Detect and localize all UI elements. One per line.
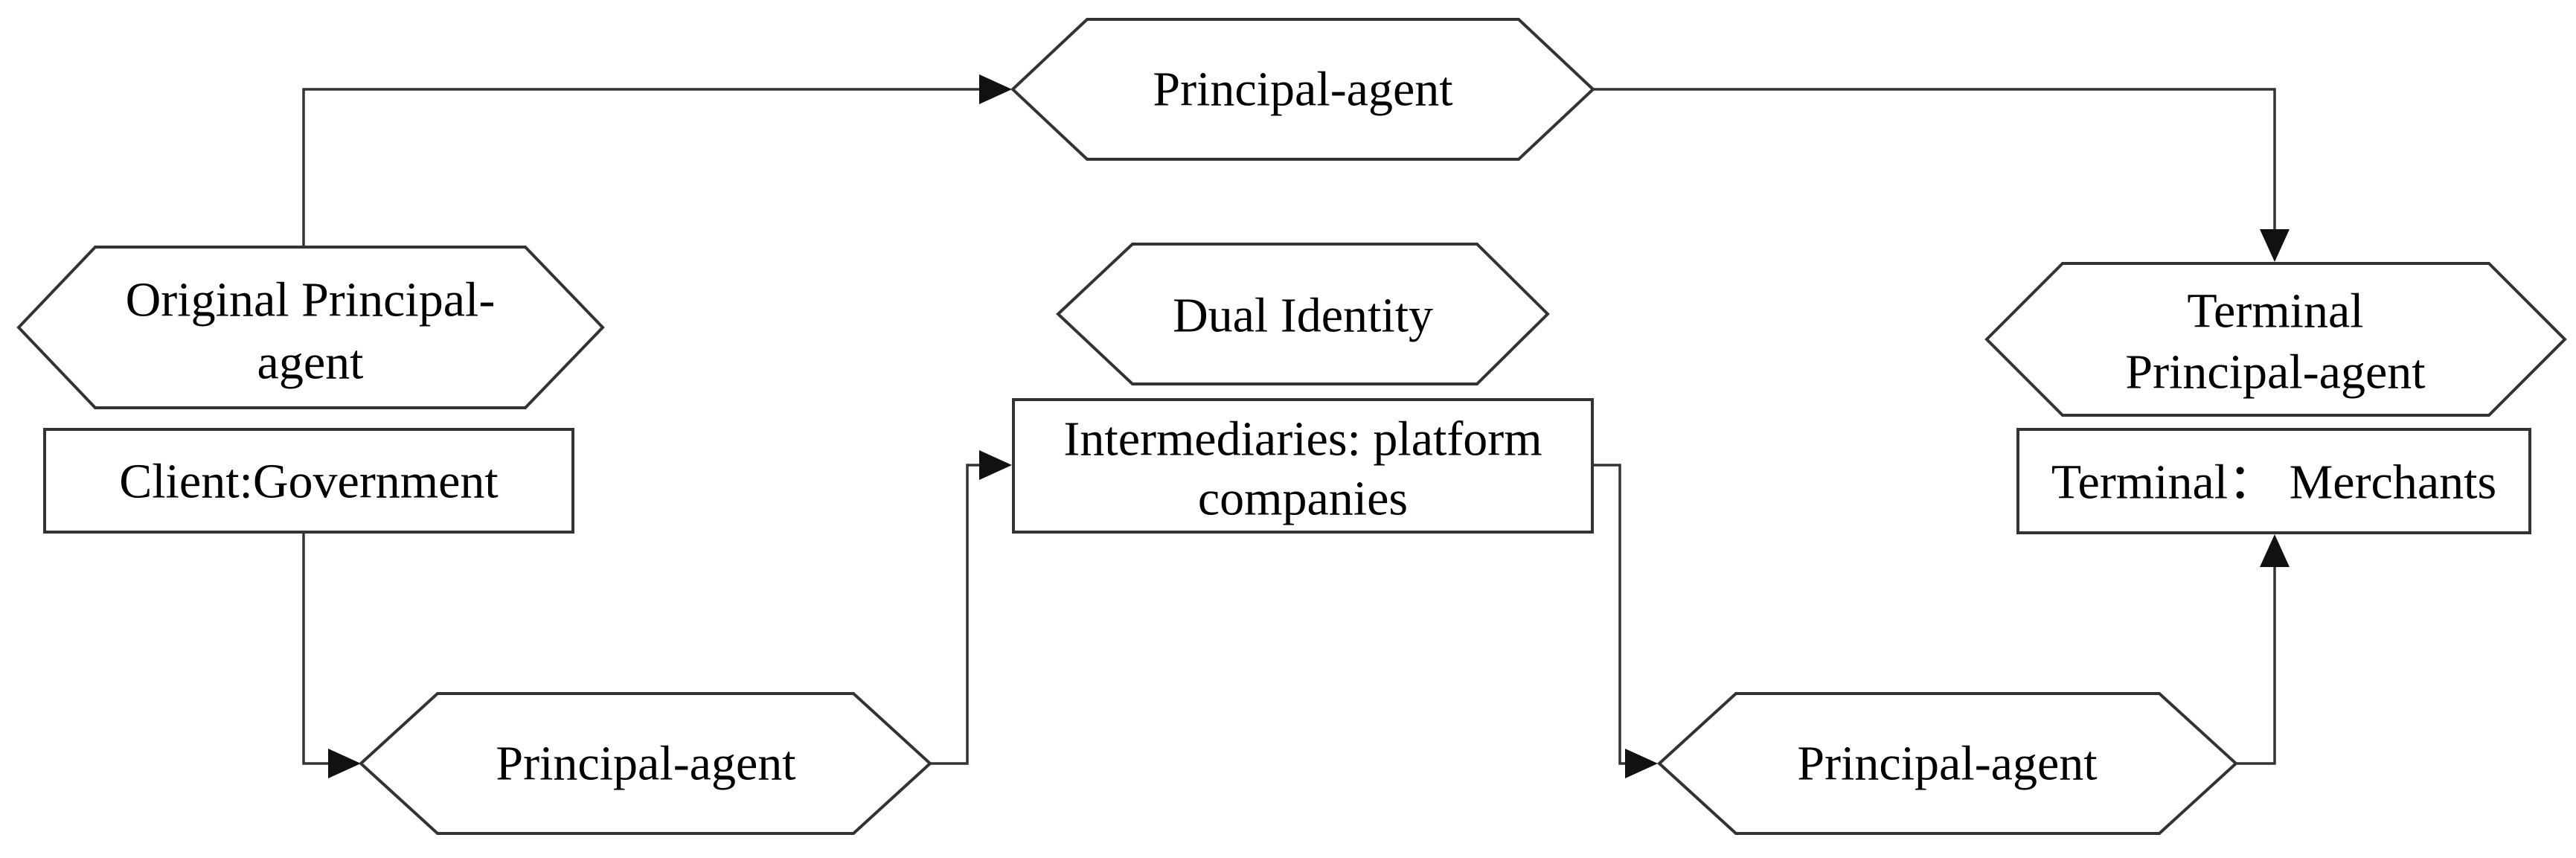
edge-intermediaries-to-bottom-right-line — [1592, 464, 1627, 765]
arrow-right-icon — [328, 749, 361, 778]
node-label: Terminal： Merchants — [2051, 455, 2496, 510]
node-label-line2: Principal-agent — [2125, 345, 2425, 400]
node-label: Principal-agent — [496, 737, 795, 791]
edge-top-to-terminal — [1593, 88, 2290, 262]
hexagon-shape — [1056, 243, 1550, 385]
edge-client-to-bottom-left-line — [302, 532, 330, 765]
node-client-government: Client:Government — [43, 428, 574, 534]
edge-top-to-terminal-line — [1593, 88, 2276, 231]
edge-original-to-top — [302, 74, 1012, 247]
edge-bottom-right-to-merchants-line — [2236, 566, 2276, 765]
node-original-principal-agent: Original Principal- agent — [16, 246, 605, 409]
hexagon-shape — [1657, 692, 2238, 835]
arrow-down-icon — [2260, 229, 2290, 262]
edge-intermediaries-to-bottom-right — [1592, 464, 1658, 778]
node-label-line1: Intermediaries: platform — [1063, 412, 1542, 467]
node-label-line1: Terminal — [2187, 284, 2363, 339]
arrow-right-icon — [979, 450, 1012, 480]
hexagon-shape — [359, 692, 932, 835]
edge-bottom-right-to-merchants — [2236, 534, 2290, 765]
edge-bottom-left-to-intermediaries — [930, 450, 1012, 765]
rectangle-shape — [43, 428, 574, 534]
node-label-line1: Original Principal- — [126, 273, 496, 327]
edge-client-to-bottom-left — [302, 532, 361, 778]
node-label: Principal-agent — [1153, 63, 1452, 117]
node-label: Principal-agent — [1797, 737, 2097, 791]
hexagon-shape — [1010, 18, 1595, 161]
node-top-principal-agent: Principal-agent — [1010, 18, 1595, 161]
rectangle-shape — [2016, 428, 2531, 534]
node-intermediaries: Intermediaries: platform companies — [1012, 398, 1594, 534]
node-bottom-left-principal-agent: Principal-agent — [359, 692, 932, 835]
node-dual-identity: Dual Identity — [1056, 243, 1550, 385]
hexagon-shape — [1984, 262, 2567, 417]
rectangle-shape — [1012, 398, 1594, 534]
edge-original-to-top-line — [302, 88, 981, 247]
node-label: Dual Identity — [1173, 289, 1433, 343]
edge-bottom-left-to-intermediaries-line — [930, 464, 981, 765]
node-label: Client:Government — [119, 455, 499, 509]
arrow-up-icon — [2260, 534, 2290, 567]
node-label-line2: companies — [1198, 472, 1408, 526]
arrow-right-icon — [979, 74, 1012, 104]
node-bottom-right-principal-agent: Principal-agent — [1657, 692, 2238, 835]
hexagon-shape — [16, 246, 605, 409]
node-label-line2: agent — [257, 336, 364, 390]
node-terminal-principal-agent: Terminal Principal-agent — [1984, 262, 2567, 417]
arrow-right-icon — [1625, 749, 1658, 778]
node-terminal-merchants: Terminal： Merchants — [2016, 428, 2531, 534]
